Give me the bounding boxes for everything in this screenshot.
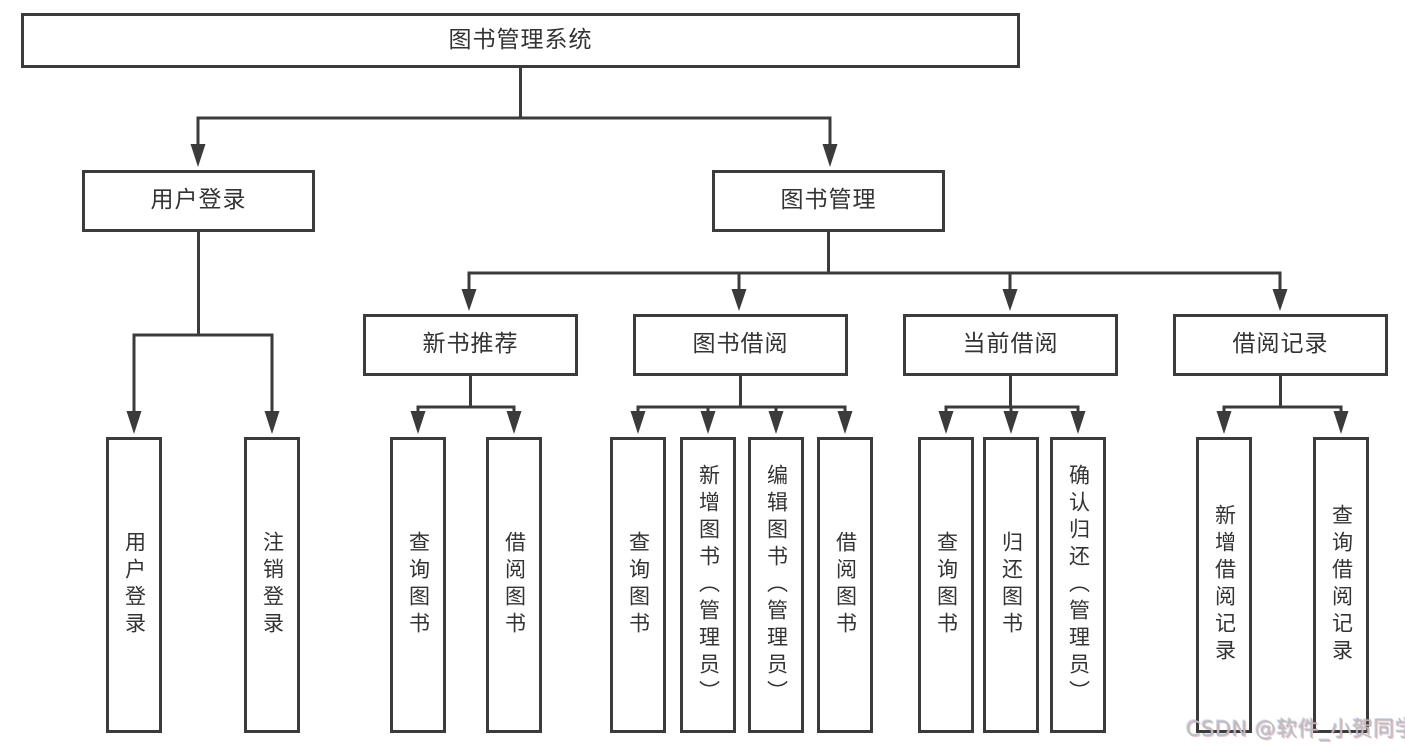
- leaf-add-borrow-record: 新增借阅记录: [1196, 437, 1252, 733]
- leaf-logout-login: 注销登录: [244, 437, 300, 733]
- leaf-return-books: 归还图书: [983, 437, 1039, 733]
- leaf-query-books-current: 查询图书: [918, 437, 974, 733]
- node-book-borrowing: 图书借阅: [633, 314, 848, 376]
- leaf-add-books-admin: 新增图书（管理员）: [680, 437, 736, 733]
- leaf-confirm-return-admin: 确认归还（管理员）: [1050, 437, 1106, 733]
- node-library-system: 图书管理系统: [21, 13, 1020, 68]
- node-book-management: 图书管理: [712, 170, 945, 232]
- watermark: CSDN @软件_小贺同学: [1186, 717, 1405, 741]
- node-borrowing-records: 借阅记录: [1173, 314, 1388, 376]
- leaf-query-books-borrowing: 查询图书: [610, 437, 666, 733]
- leaf-query-borrow-record: 查询借阅记录: [1313, 437, 1369, 733]
- leaf-query-books-recommend: 查询图书: [390, 437, 446, 733]
- node-new-book-recommendation: 新书推荐: [363, 314, 578, 376]
- leaf-borrow-books-borrowing: 借阅图书: [817, 437, 873, 733]
- leaf-user-login: 用户登录: [106, 437, 162, 733]
- node-user-login: 用户登录: [82, 170, 315, 232]
- leaf-borrow-books-recommend: 借阅图书: [486, 437, 542, 733]
- node-current-borrowing: 当前借阅: [903, 314, 1118, 376]
- arrowheads: [126, 144, 1349, 434]
- leaf-edit-books-admin: 编辑图书（管理员）: [748, 437, 804, 733]
